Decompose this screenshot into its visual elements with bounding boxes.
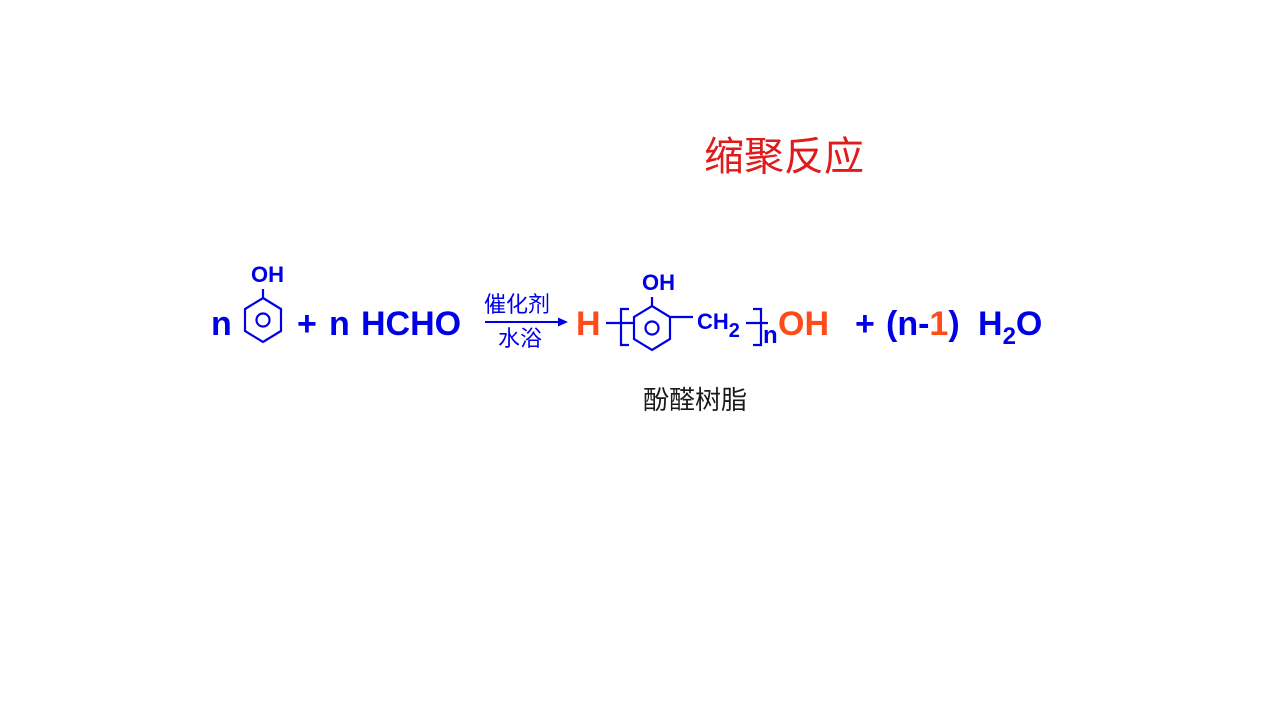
condition-catalyst: 催化剂 (484, 293, 551, 318)
product-end-group-h: H (576, 305, 601, 343)
benzene-ring-icon (606, 297, 768, 352)
slide-title: 缩聚反应 (704, 134, 864, 180)
repeat-subscript-n: n (763, 322, 778, 349)
water-h-subscript: 2 (1002, 323, 1016, 350)
methylene-group: CH2 (697, 309, 740, 342)
water-coefficient: (n-1) (886, 304, 960, 344)
methylene-subscript: 2 (728, 320, 740, 342)
water-formula: H2O (978, 304, 1043, 350)
methylene-ch: CH (697, 309, 729, 334)
formaldehyde-formula: HCHO (361, 305, 462, 343)
condition-water-bath: 水浴 (498, 327, 543, 352)
product-end-group-oh: OH (778, 305, 829, 343)
coefficient-close: ) (948, 305, 960, 343)
coefficient-open: (n- (886, 305, 930, 343)
benzene-ring-icon (243, 289, 283, 344)
plus-sign: + (855, 305, 875, 343)
reactant1-coefficient: n (211, 305, 232, 343)
phenol-oh-label: OH (251, 262, 284, 287)
plus-sign: + (297, 305, 317, 343)
reactant2-coefficient: n (329, 305, 350, 343)
reaction-arrow (485, 317, 568, 327)
water-h: H (978, 305, 1003, 343)
product-name-caption: 酚醛树脂 (643, 386, 748, 416)
water-o: O (1015, 305, 1043, 343)
coefficient-one: 1 (929, 305, 949, 343)
product-oh-label: OH (642, 270, 675, 295)
